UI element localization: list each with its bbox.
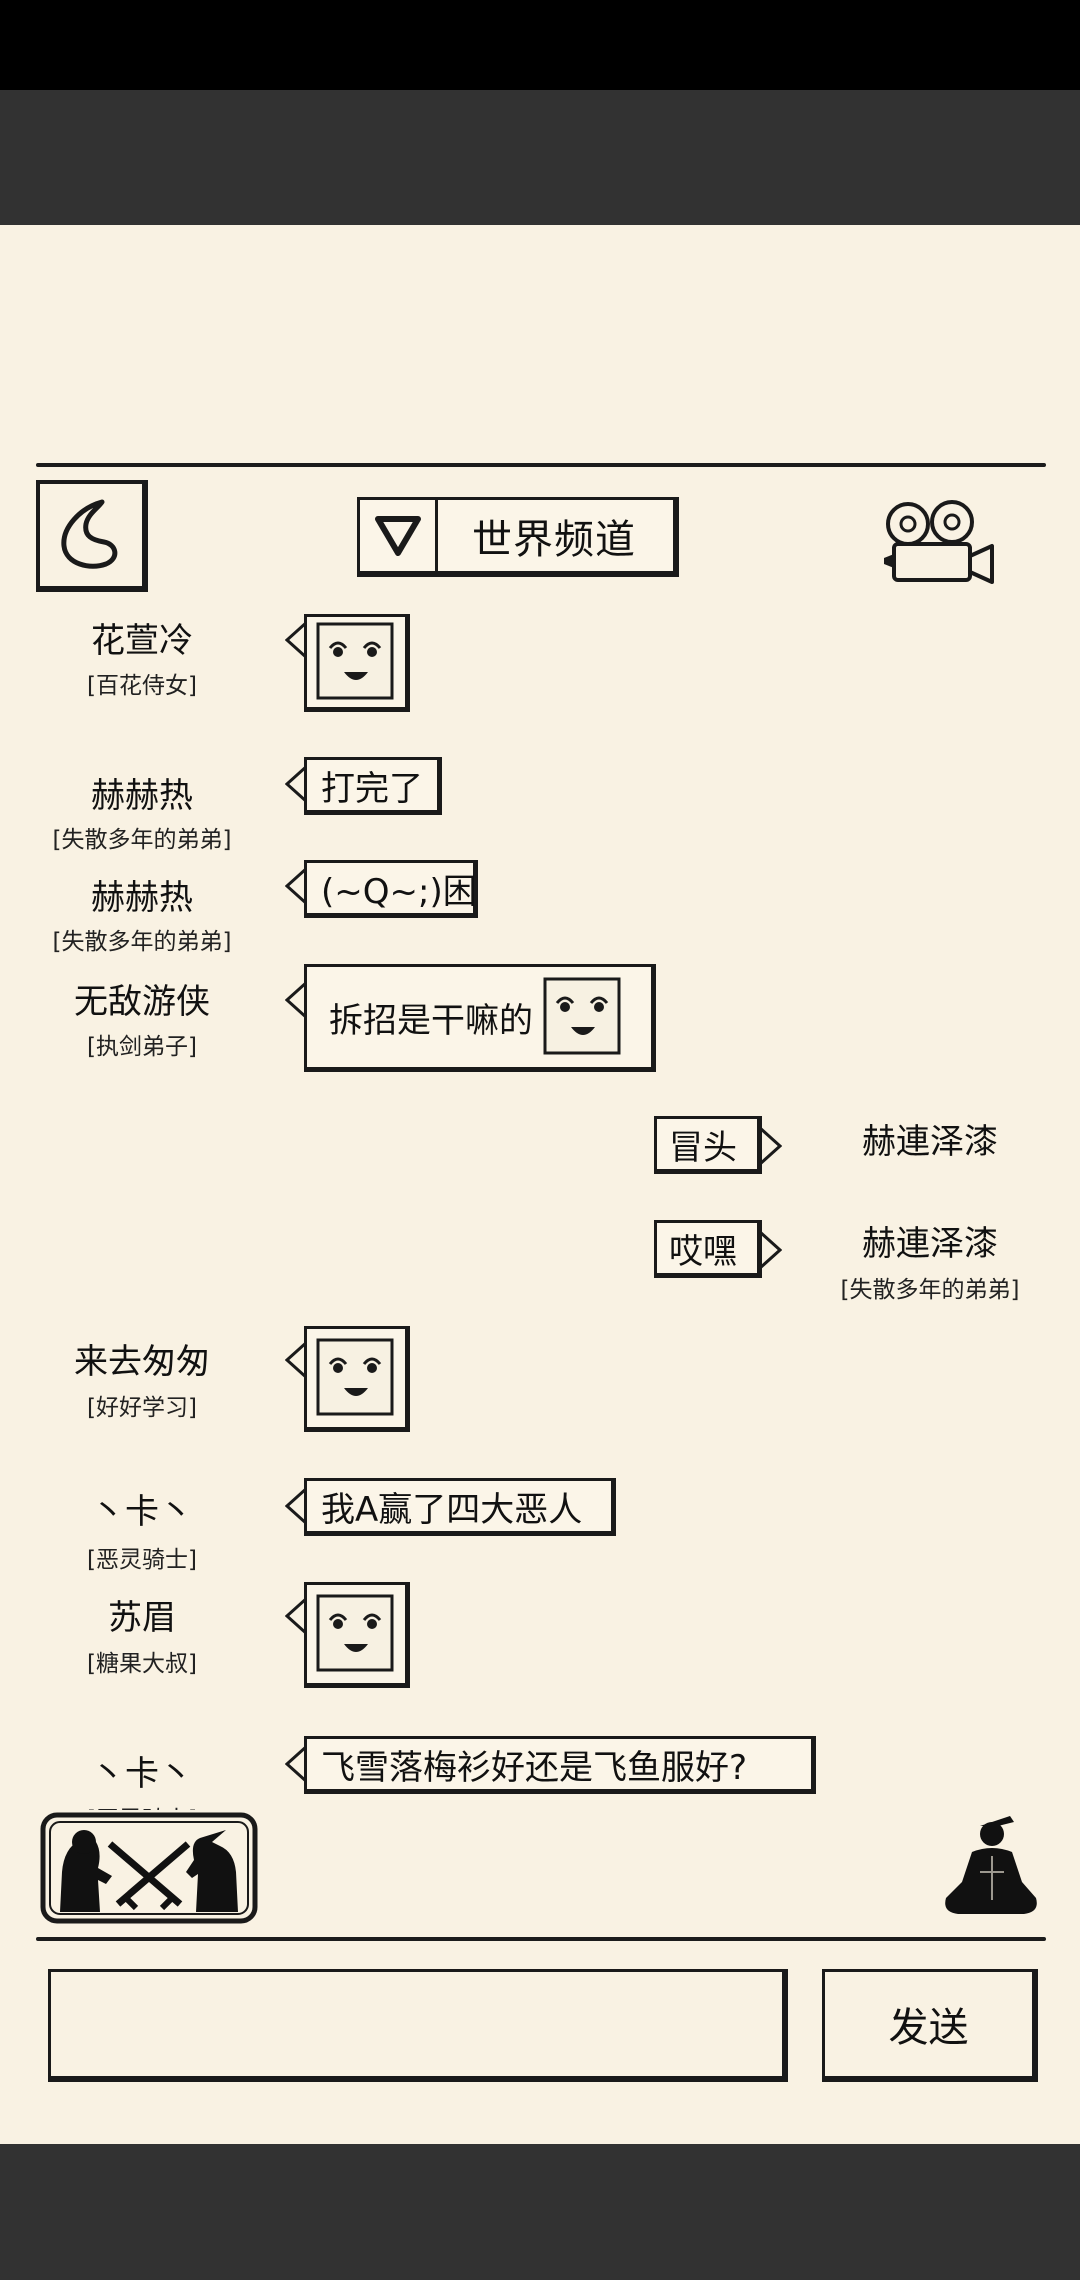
bubble-tail	[285, 1486, 307, 1526]
sender-title: [失散多年的弟弟]	[52, 929, 232, 955]
channel-dropdown-toggle[interactable]	[360, 500, 438, 571]
back-arrow-icon	[61, 499, 118, 569]
emoji-bubble[interactable]	[304, 1326, 410, 1432]
duel-button[interactable]	[40, 1812, 258, 1924]
meditate-icon	[945, 1816, 1037, 1914]
emoji-bubble[interactable]	[304, 1582, 410, 1688]
composer-divider	[36, 1937, 1046, 1941]
bubble-tail	[285, 1744, 307, 1784]
replay-button[interactable]	[880, 500, 1000, 592]
message-bubble[interactable]: (~Q~;)困	[304, 860, 478, 918]
navigation-bar	[0, 2144, 1080, 2280]
message-text: 拆招是干嘛的	[329, 1000, 533, 1041]
sender-name[interactable]: 赫赫热	[91, 878, 193, 918]
bubble-tail	[285, 866, 307, 906]
send-button[interactable]: 发送	[822, 1969, 1038, 2082]
sender-name[interactable]: 无敌游侠	[74, 982, 210, 1022]
sender-title: [百花侍女]	[87, 673, 197, 699]
top-letterbox	[0, 90, 1080, 225]
message-bubble[interactable]: 拆招是干嘛的	[304, 964, 656, 1072]
bubble-tail	[285, 980, 307, 1020]
sender-title: [糖果大叔]	[87, 1651, 197, 1677]
sender-name[interactable]: 苏眉	[108, 1598, 176, 1638]
sender-name[interactable]: 花萱冷	[91, 621, 193, 661]
sender-title: [失散多年的弟弟]	[840, 1277, 1020, 1303]
sender-title: [好好学习]	[87, 1395, 197, 1421]
sender-title: [恶灵骑士]	[87, 1547, 197, 1573]
sender-name[interactable]: 丶卡丶	[91, 1492, 193, 1532]
sender-name[interactable]: 丶卡丶	[91, 1754, 193, 1794]
back-button[interactable]	[36, 480, 148, 592]
sender-name[interactable]: 赫赫热	[91, 776, 193, 816]
triangle-down-icon	[374, 515, 421, 556]
bubble-tail	[285, 764, 307, 804]
message-bubble[interactable]: 我A赢了四大恶人	[304, 1478, 616, 1536]
emoji-bubble[interactable]	[304, 614, 410, 712]
camera-icon	[884, 500, 994, 584]
sender-name[interactable]: 赫連泽漆	[862, 1224, 998, 1264]
chat-input[interactable]	[48, 1969, 788, 2082]
message-clip-area: 丶卡丶 [恶灵骑士] 飞雪落梅衫好还是飞鱼服好?	[0, 1720, 1080, 1810]
smiley-face-icon	[316, 1594, 394, 1672]
sender-name[interactable]: 赫連泽漆	[862, 1122, 998, 1162]
bubble-tail	[285, 620, 307, 660]
sender-title: [失散多年的弟弟]	[52, 827, 232, 853]
bubble-tail	[760, 1126, 782, 1166]
sender-title: [恶灵骑士]	[22, 1800, 262, 1810]
channel-label: 世界频道	[472, 516, 636, 563]
message-bubble[interactable]: 哎嘿	[654, 1220, 762, 1278]
smiley-face-icon	[316, 622, 394, 700]
duel-icon	[40, 1812, 258, 1924]
smiley-face-icon	[316, 1338, 394, 1416]
message-bubble[interactable]: 冒头	[654, 1116, 762, 1174]
meditate-button[interactable]	[940, 1812, 1042, 1922]
status-bar	[0, 0, 1080, 90]
message-bubble[interactable]: 飞雪落梅衫好还是飞鱼服好?	[304, 1736, 816, 1794]
sender-title: [执剑弟子]	[87, 1034, 197, 1060]
bubble-tail	[285, 1596, 307, 1636]
bubble-tail	[760, 1230, 782, 1270]
smiley-face-icon	[543, 977, 621, 1055]
header-divider	[36, 463, 1046, 467]
channel-selector[interactable]: 世界频道	[357, 497, 679, 577]
message-bubble[interactable]: 打完了	[304, 757, 442, 815]
sender-name[interactable]: 来去匆匆	[74, 1342, 210, 1382]
bubble-tail	[285, 1340, 307, 1380]
